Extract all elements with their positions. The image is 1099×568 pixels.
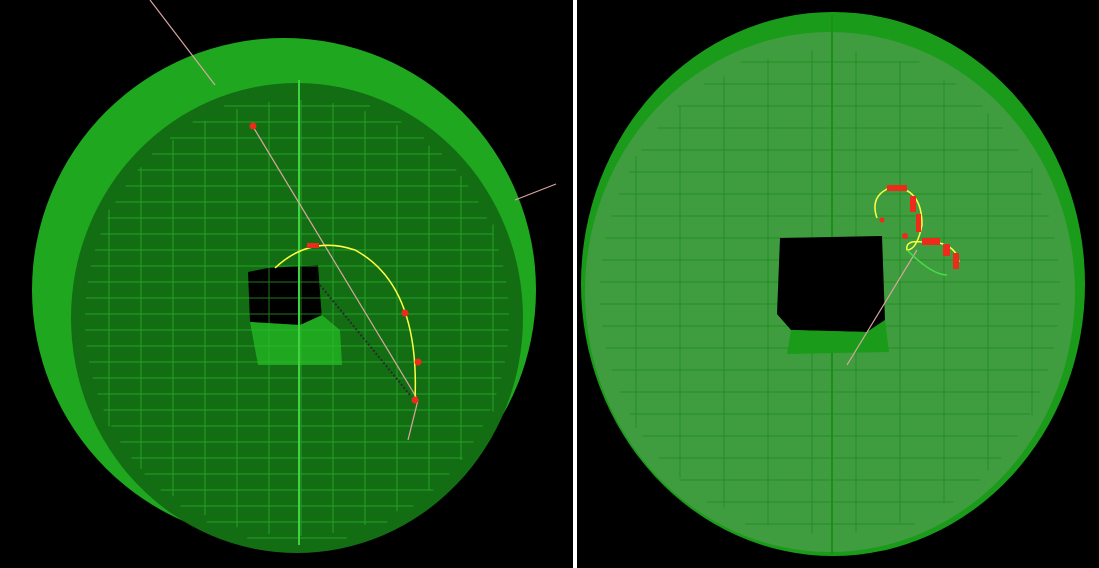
left-hit bbox=[414, 358, 422, 366]
left-detector-disk bbox=[32, 38, 536, 553]
left-beam-line-upper bbox=[149, 0, 216, 86]
right-central-hole bbox=[777, 236, 885, 332]
right-hole-inner-wall bbox=[787, 320, 889, 354]
left-hit bbox=[411, 396, 419, 404]
right-beam-line bbox=[846, 249, 918, 366]
right-track-green bbox=[906, 249, 948, 276]
left-hits bbox=[249, 122, 422, 404]
right-detector-canvas bbox=[577, 0, 1099, 568]
right-module-grid bbox=[600, 50, 1060, 534]
left-module-grid bbox=[85, 100, 509, 539]
right-hit bbox=[887, 185, 907, 191]
right-hit bbox=[922, 238, 940, 245]
left-beam-line-diagonal bbox=[251, 124, 419, 401]
left-detector-view bbox=[0, 0, 573, 568]
left-detector-canvas bbox=[32, 0, 557, 553]
right-detector-view bbox=[577, 0, 1099, 568]
left-beam-line-right bbox=[514, 183, 557, 201]
right-hit bbox=[879, 217, 885, 223]
right-hit bbox=[916, 214, 921, 232]
panel-divider bbox=[573, 0, 577, 568]
right-hit bbox=[953, 253, 959, 269]
left-beam-line-lower bbox=[407, 399, 419, 441]
right-hit bbox=[902, 233, 908, 239]
right-hits bbox=[879, 185, 959, 269]
right-hit bbox=[943, 244, 950, 256]
left-track-arc bbox=[274, 244, 417, 401]
left-central-hole bbox=[248, 265, 322, 325]
right-hit bbox=[910, 196, 916, 212]
right-detector-disk bbox=[581, 12, 1085, 556]
left-hit bbox=[307, 243, 319, 248]
left-beam-lines bbox=[149, 0, 557, 441]
left-hole-inner-wall bbox=[250, 315, 342, 365]
left-hit bbox=[401, 309, 409, 317]
left-hit bbox=[249, 122, 257, 130]
